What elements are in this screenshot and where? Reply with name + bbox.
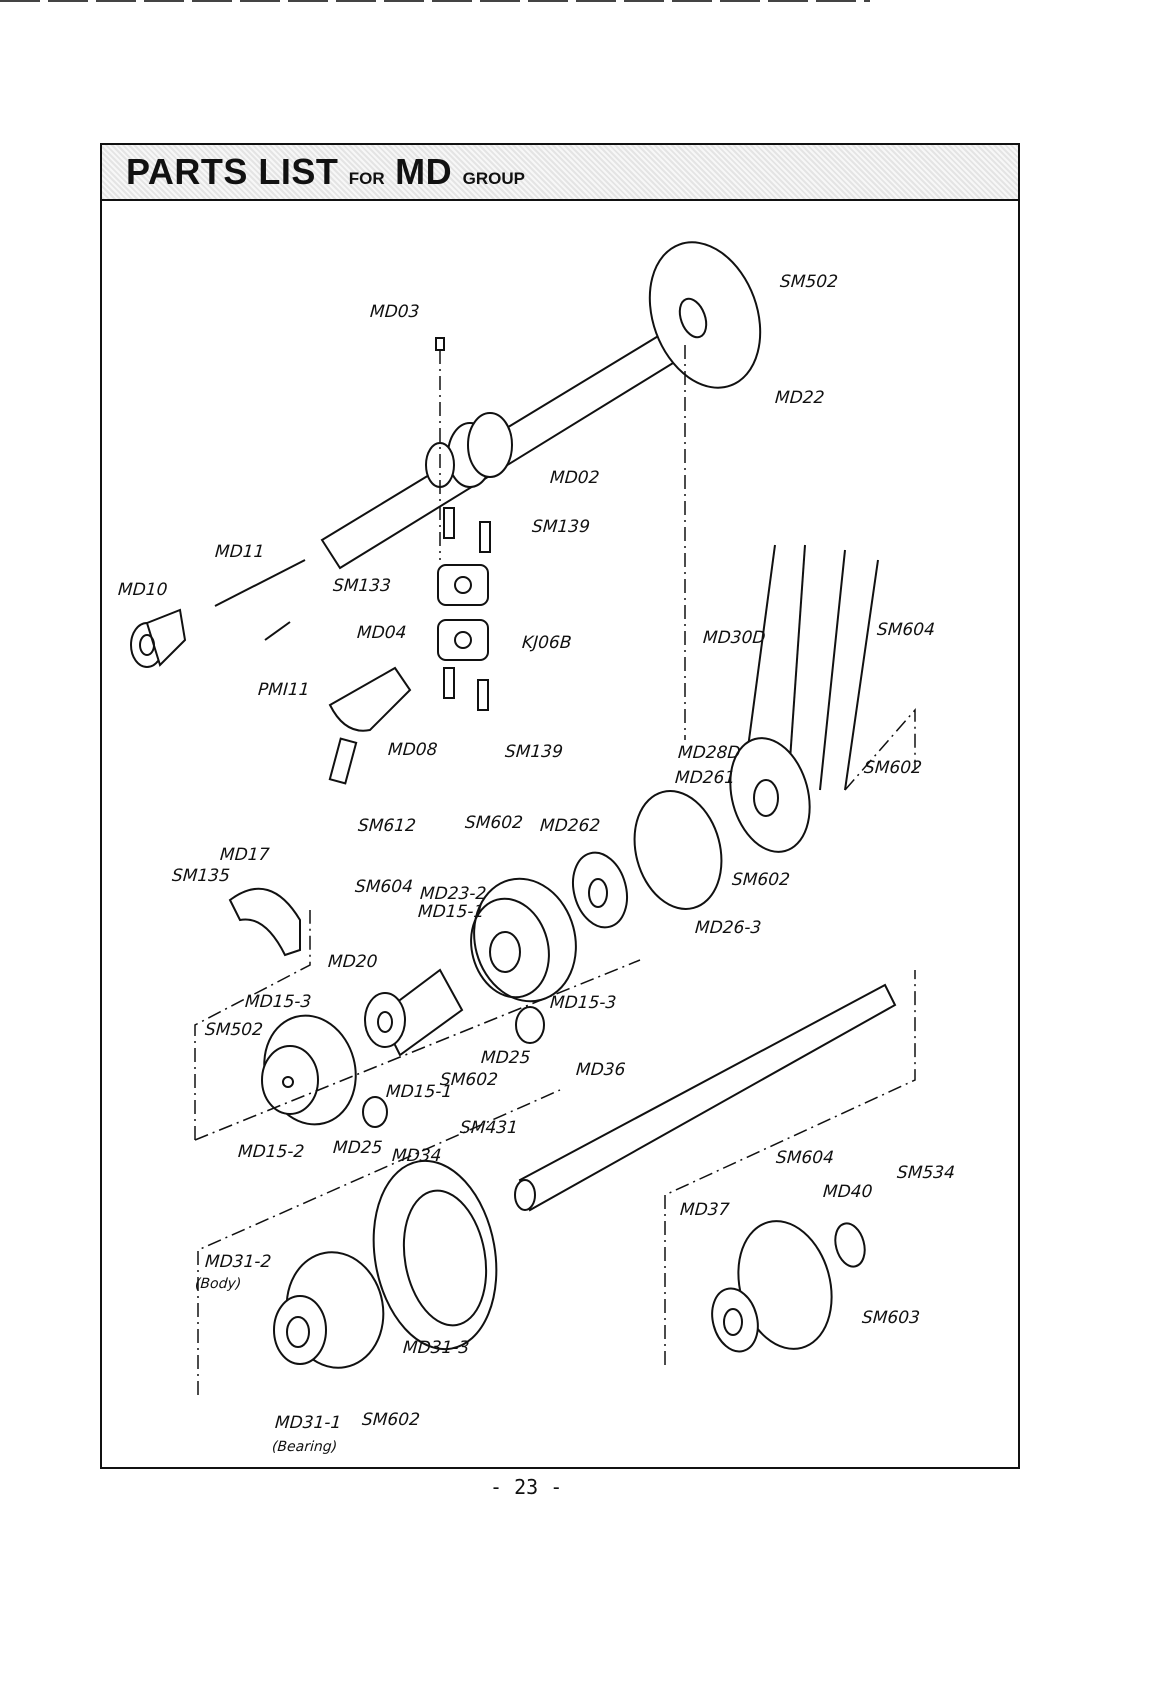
label-md261: MD261 (674, 768, 736, 788)
label-md08: MD08 (387, 740, 439, 760)
ring-md25 (515, 1006, 545, 1044)
label-md04: MD04 (356, 623, 408, 643)
label-md28d: MD28D (677, 743, 742, 763)
label-md25-2: MD25 (332, 1138, 384, 1158)
label-md17: MD17 (219, 845, 271, 865)
label-md31-3: MD31-3 (402, 1338, 471, 1358)
label-md262: MD262 (539, 816, 601, 836)
label-md15-1-2: MD15-1 (385, 1082, 454, 1102)
pulley-md15-2 (261, 1014, 357, 1126)
ring-md25-2 (362, 1096, 388, 1128)
label-md31-1: MD31-1 (274, 1413, 343, 1433)
page-header: PARTS LIST FOR MD GROUP (102, 145, 1018, 201)
screws (328, 337, 491, 785)
label-md34: MD34 (391, 1146, 443, 1166)
label-md10: MD10 (117, 580, 169, 600)
washer-md40 (834, 1222, 866, 1268)
title-parts-list: PARTS LIST (126, 151, 339, 192)
label-md40: MD40 (822, 1182, 874, 1202)
label-kj06b: KJ06B (521, 633, 573, 653)
label-sm534: SM534 (896, 1163, 956, 1183)
label-bearing: (Bearing) (271, 1439, 338, 1455)
assembly-guides (194, 345, 916, 1395)
label-sm602: SM602 (863, 758, 923, 778)
scan-artifact-line (0, 0, 870, 2)
label-md15-3: MD15-3 (244, 992, 313, 1012)
pulley-md22 (648, 241, 762, 389)
label-md36: MD36 (575, 1060, 627, 1080)
label-md11: MD11 (214, 542, 266, 562)
label-sm502-2: SM502 (204, 1020, 264, 1040)
page-number: - 23 - (490, 1475, 563, 1499)
label-md15-1: MD15-1 (417, 902, 486, 922)
label-md25: MD25 (480, 1048, 532, 1068)
belt-md30d (744, 544, 879, 791)
housing-md31 (273, 1251, 385, 1369)
hub-md37 (711, 1220, 833, 1353)
label-sm612: SM612 (357, 816, 417, 836)
hub-md26 (572, 790, 723, 929)
label-md20: MD20 (327, 952, 379, 972)
title-group: GROUP (462, 169, 525, 188)
label-sm602-3: SM602 (731, 870, 791, 890)
bracket-md17 (228, 887, 301, 957)
timing-pulley-md28d (729, 737, 811, 853)
diagram-frame (100, 143, 1020, 1469)
clamp-md04 (437, 564, 489, 661)
collar-md10 (130, 608, 187, 668)
label-sm431: SM431 (459, 1118, 519, 1138)
label-md22: MD22 (774, 388, 826, 408)
label-md15-2: MD15-2 (237, 1142, 306, 1162)
label-md03: MD03 (369, 302, 421, 322)
label-sm133: SM133 (332, 576, 392, 596)
main-shaft-md02 (320, 333, 680, 570)
label-sm603: SM603 (861, 1308, 921, 1328)
lever-md08 (328, 666, 412, 732)
label-sm604-2: SM604 (354, 877, 414, 897)
pulley-md15 (470, 877, 577, 1003)
label-sm135: SM135 (171, 866, 231, 886)
pin-pmi11 (264, 621, 291, 641)
title-for: FOR (348, 169, 385, 188)
label-md02: MD02 (549, 468, 601, 488)
label-sm604-3: SM604 (775, 1148, 835, 1168)
label-md30d: MD30D (702, 628, 767, 648)
label-sm139-2: SM139 (504, 742, 564, 762)
label-body: (Body) (194, 1276, 242, 1292)
label-pmi11: PMI11 (257, 680, 311, 700)
page-title: PARTS LIST FOR MD GROUP (126, 151, 531, 193)
label-md26-3: MD26-3 (694, 918, 763, 938)
coupling-md20 (364, 968, 464, 1057)
label-md15-3-2: MD15-3 (549, 993, 618, 1013)
label-sm502: SM502 (779, 272, 839, 292)
label-md37: MD37 (679, 1200, 731, 1220)
label-md31-2: MD31-2 (204, 1252, 273, 1272)
label-sm604: SM604 (876, 620, 936, 640)
shaft-md36 (514, 983, 897, 1212)
label-sm139: SM139 (531, 517, 591, 537)
title-md: MD (395, 151, 453, 192)
disc-md34 (372, 1159, 498, 1351)
label-sm602-2: SM602 (464, 813, 524, 833)
pin-md11 (214, 559, 306, 607)
label-sm602-5: SM602 (361, 1410, 421, 1430)
label-md23-2: MD23-2 (419, 884, 488, 904)
